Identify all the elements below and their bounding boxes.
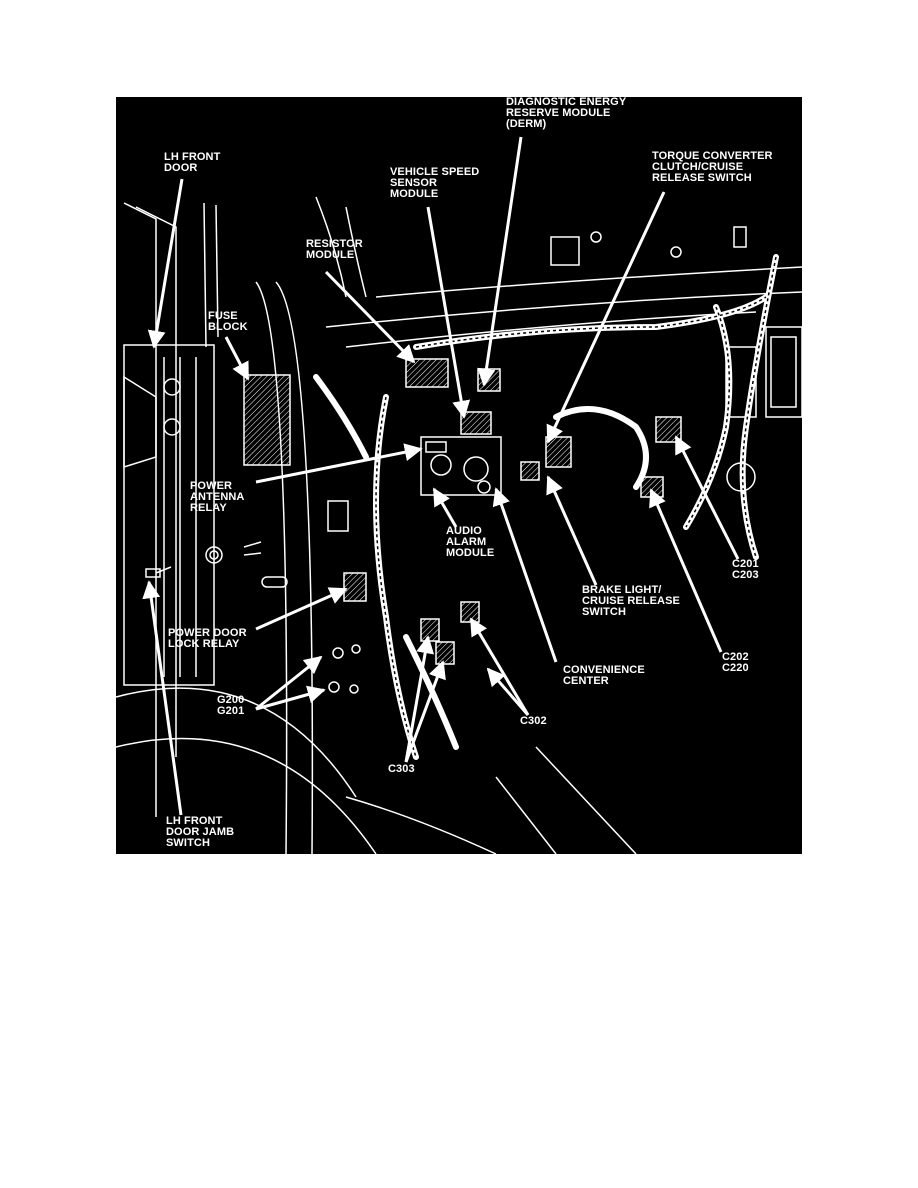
arrow-g201 (255, 685, 326, 711)
arrow-tcc-switch (546, 191, 666, 444)
label-power-door-lock-relay: POWER DOOR LOCK RELAY (168, 627, 247, 650)
arrow-brake-light-switch (546, 475, 598, 586)
label-lh-front-door: LH FRONT DOOR (164, 151, 221, 174)
arrow-c302-b (486, 667, 530, 716)
arrow-c303-b (404, 660, 446, 763)
arrow-lh-door-jamb-switch (142, 580, 183, 816)
arrow-resistor-module (324, 270, 416, 364)
wire-harness-detail (375, 256, 777, 758)
label-tcc-switch: TORQUE CONVERTER CLUTCH/CRUISE RELEASE S… (652, 150, 773, 184)
label-c302: C302 (520, 715, 547, 727)
label-vss-module: VEHICLE SPEED SENSOR MODULE (390, 166, 480, 200)
fuse-block-shape (243, 374, 291, 466)
door-panel (116, 202, 377, 854)
arrow-power-door-lock-relay (255, 587, 348, 631)
derm-shape (477, 368, 501, 392)
label-convenience-center: CONVENIENCE CENTER (563, 664, 645, 687)
arrow-derm (477, 136, 523, 387)
label-g200-g201: G200 G201 (217, 694, 245, 717)
resistor-module-shape (405, 358, 449, 388)
vss-module-shape (460, 411, 492, 435)
wiring-diagram-figure: DIAGNOSTIC ENERGY RESERVE MODULE (DERM) … (116, 97, 802, 854)
label-c202-c220: C202 C220 (722, 651, 749, 674)
arrow-g200 (255, 655, 323, 711)
label-c201-c203: C201 C203 (732, 558, 759, 581)
arrow-convenience-center (492, 487, 558, 663)
convenience-center-shape (420, 436, 502, 496)
arrow-c201-c203 (674, 435, 740, 560)
label-c303: C303 (388, 763, 415, 775)
dash-structure (255, 196, 802, 854)
label-resistor-module: RESISTOR MODULE (306, 238, 363, 261)
arrow-c303-a (404, 635, 435, 763)
arrow-fuse-block (224, 336, 250, 381)
label-lh-door-jamb-switch: LH FRONT DOOR JAMB SWITCH (166, 815, 235, 849)
arrow-power-antenna-relay (255, 443, 423, 484)
arrow-c202-c220 (649, 488, 723, 653)
relay-shapes (205, 226, 756, 665)
leader-arrows (142, 136, 740, 816)
arrow-audio-alarm-module (432, 487, 458, 528)
label-fuse-block: FUSE BLOCK (208, 310, 248, 333)
arrow-c302-a (469, 617, 530, 716)
diagram-artwork (116, 136, 802, 854)
label-derm: DIAGNOSTIC ENERGY RESERVE MODULE (DERM) (506, 97, 627, 130)
arrow-vss-module (426, 206, 471, 419)
arrow-lh-front-door (147, 178, 184, 349)
ground-points (145, 566, 361, 694)
label-audio-alarm-module: AUDIO ALARM MODULE (446, 525, 495, 559)
label-power-antenna-relay: POWER ANTENNA RELAY (190, 480, 245, 514)
label-brake-light-switch: BRAKE LIGHT/ CRUISE RELEASE SWITCH (582, 584, 680, 618)
